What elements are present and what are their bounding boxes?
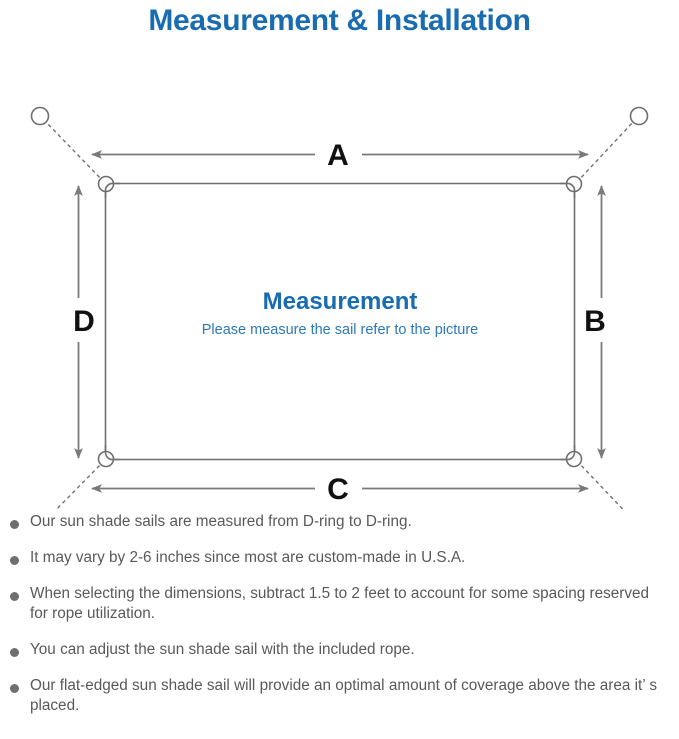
note-text: You can adjust the sun shade sail with t… (30, 641, 415, 658)
rope-line-bottom-right (576, 460, 625, 510)
rope-line-top-right (576, 120, 635, 183)
rope-line-top-left (44, 120, 105, 183)
notes-list: Our sun shade sails are measured from D-… (0, 512, 679, 732)
bullet-icon (10, 556, 19, 565)
note-text: It may vary by 2-6 inches since most are… (30, 549, 466, 566)
list-item: Our flat-edged sun shade sail will provi… (0, 676, 679, 716)
note-text: Our flat-edged sun shade sail will provi… (30, 677, 657, 714)
diagram-center-subheading: Please measure the sail refer to the pic… (202, 322, 478, 338)
sail-corner-bottom-left (104, 445, 120, 461)
anchor-point-top-left (30, 106, 50, 126)
dimension-label-c: C (327, 473, 349, 506)
sail-corner-top-right (560, 182, 576, 198)
sail-diagram-svg: A C D B Measurement Please measure the s… (30, 106, 649, 510)
list-item: When selecting the dimensions, subtract … (0, 584, 679, 624)
list-item: You can adjust the sun shade sail with t… (0, 640, 679, 660)
measurement-diagram: A C D B Measurement Please measure the s… (0, 40, 679, 510)
list-item: It may vary by 2-6 inches since most are… (0, 548, 679, 568)
note-text: When selecting the dimensions, subtract … (30, 585, 650, 622)
anchor-point-top-right (629, 106, 649, 126)
bullet-icon (10, 520, 19, 529)
bullet-icon (10, 684, 19, 693)
list-item: Our sun shade sails are measured from D-… (0, 512, 679, 532)
note-text: Our sun shade sails are measured from D-… (30, 513, 412, 530)
sail-corner-top-left (104, 182, 120, 198)
sail-corner-bottom-right (560, 445, 576, 461)
dimension-label-a: A (327, 139, 349, 172)
diagram-center-heading: Measurement (263, 288, 418, 315)
bullet-icon (10, 648, 19, 657)
rope-line-bottom-left (54, 460, 105, 510)
page-title: Measurement & Installation (148, 4, 531, 37)
sail-outline (104, 182, 576, 461)
bullet-icon (10, 592, 19, 601)
dimension-label-b: B (584, 305, 606, 338)
dimension-label-d: D (73, 305, 95, 338)
